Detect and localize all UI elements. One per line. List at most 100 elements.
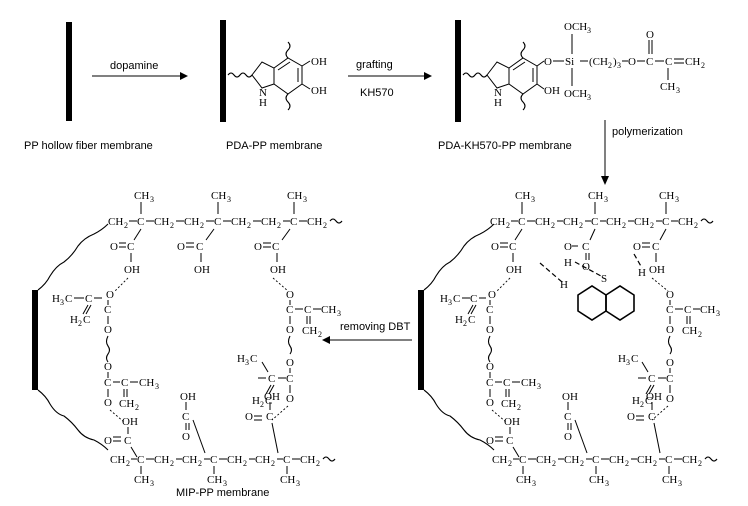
l-top-cooh1-o: O — [110, 241, 118, 253]
l-top-cooh1-c: C — [127, 241, 134, 253]
pda-kh570-pp-membrane-bar — [455, 20, 461, 122]
l-xl2-h2c: H — [252, 395, 260, 407]
r-bot-cooh3-c: C — [648, 411, 655, 423]
kh-och3-bottom-sub: 3 — [587, 93, 591, 102]
l-top-ch2a-s: 2 — [124, 221, 128, 230]
l-xl2-h3c-c: C — [250, 353, 257, 365]
l-xl2-h3c: H — [237, 353, 245, 365]
kh-si: Si — [565, 56, 574, 68]
r-bot-ch3-2: CH — [589, 474, 604, 486]
l-bot-ch2a-s: 2 — [126, 459, 130, 468]
l-xl1-c-a: C — [65, 293, 72, 305]
kh-o-carbonyl: O — [646, 29, 654, 41]
arrow-label-kh570: KH570 — [360, 87, 394, 99]
r-top-ch2a: CH — [490, 216, 505, 228]
l-bot-ch2e-s: 2 — [271, 459, 275, 468]
l-xl2-c1: C — [286, 304, 293, 316]
l-top-c3: C — [290, 216, 297, 228]
l-top-ch2b: CH — [154, 216, 169, 228]
r-top-ch2a-s: 2 — [506, 221, 510, 230]
l-top-ch3-3: CH — [287, 190, 302, 202]
l-bot-ch2a: CH — [110, 454, 125, 466]
kh-c-carbonyl: C — [646, 56, 653, 68]
l-bot-ch3-3s: 3 — [296, 479, 300, 488]
r-bot-cooh2-o: O — [564, 431, 572, 443]
l-xl2-o1: O — [286, 289, 294, 301]
kh-och3-bottom: OCH — [564, 88, 587, 100]
r-top-ch2d-s: 2 — [622, 221, 626, 230]
arrow-polymerization-head — [601, 176, 609, 185]
r-top-ch2b: CH — [535, 216, 550, 228]
r-xl1-o1: O — [488, 289, 496, 301]
r-top-cooh2-oh: O — [564, 241, 572, 253]
r-bot-cooh3-oh: OH — [646, 391, 662, 403]
r-bot-c3: C — [665, 454, 672, 466]
r-top-ch2f-s: 2 — [694, 221, 698, 230]
l-xl2-h2c-s: 2 — [260, 400, 264, 409]
pda-indole-structure: OH OH N H — [227, 41, 327, 111]
l-top-cooh2-c: C — [196, 241, 203, 253]
l-xl2-ch2-s: 2 — [318, 330, 322, 339]
l-xl1-ch2b: CH — [119, 398, 134, 410]
r-bot-ch3-3: CH — [662, 474, 677, 486]
r-xl2-o4: O — [666, 393, 674, 405]
kh-ch3: CH — [660, 81, 675, 93]
arrow-label-removing-dbt: removing DBT — [340, 321, 411, 333]
l-bot-ch2f-s: 2 — [316, 459, 320, 468]
l-bot-ch3-2s: 3 — [223, 479, 227, 488]
l-top-cooh2-o: O — [177, 241, 185, 253]
arrow-removing-dbt-head — [322, 336, 330, 344]
pp-membrane-bar — [66, 22, 72, 121]
l-top-ch2e: CH — [261, 216, 276, 228]
r-top-ch3-2s: 3 — [604, 195, 608, 204]
l-xl1-c2: C — [104, 377, 111, 389]
l-bot-cooh1-o: O — [104, 435, 112, 447]
r-bot-ch2e-s: 2 — [653, 459, 657, 468]
r-xl2-h3c-c: C — [631, 353, 638, 365]
kh-h: H — [494, 97, 502, 109]
l-top-cooh2-oh: OH — [194, 264, 210, 276]
r-xl2-o2: O — [666, 324, 674, 336]
dbt-h-left: H — [560, 279, 568, 291]
r-bot-ch2f: CH — [682, 454, 697, 466]
r-top-cooh1-oh: OH — [506, 264, 522, 276]
arrow-label-dopamine: dopamine — [110, 60, 158, 72]
template-polymer: CH 2 C CH 3 CH 2 CH 2 C CH 3 CH 2 CH 2 C… — [418, 190, 720, 488]
l-bot-c2: C — [210, 454, 217, 466]
l-top-ch3-2s: 3 — [227, 195, 231, 204]
l-xl1-c-b: C — [85, 293, 92, 305]
r-top-ch2e: CH — [634, 216, 649, 228]
mip-pp-membrane-bar — [32, 290, 38, 390]
kh-och3-top: OCH — [564, 21, 587, 33]
l-bot-c1: C — [137, 454, 144, 466]
l-top-ch3-3s: 3 — [303, 195, 307, 204]
l-xl1-h2c: H — [70, 314, 78, 326]
l-bot-cooh3-o: O — [245, 411, 253, 423]
l-bot-cooh2-o: O — [182, 431, 190, 443]
kh-chain: (CH — [589, 56, 608, 68]
r-xl2-ch2-s: 2 — [698, 330, 702, 339]
r-top-cooh2-o: O — [582, 261, 590, 273]
r-top-ch2c: CH — [563, 216, 578, 228]
r-top-ch2f: CH — [678, 216, 693, 228]
l-xl2-ch2: CH — [302, 325, 317, 337]
l-top-ch2c: CH — [184, 216, 199, 228]
kh-och3-top-sub: 3 — [587, 26, 591, 35]
l-xl1-h2c-s: 2 — [78, 319, 82, 328]
r-top-ch3-1: CH — [515, 190, 530, 202]
l-bot-cooh1-oh: OH — [122, 416, 138, 428]
r-xl2-h2c-s: 2 — [640, 400, 644, 409]
r-xl2-c2: C — [666, 373, 673, 385]
r-bot-ch3-1s: 3 — [532, 479, 536, 488]
l-bot-cooh2-oh: OH — [180, 391, 196, 403]
r-top-ch3-2: CH — [588, 190, 603, 202]
l-top-cooh1-oh: OH — [124, 264, 140, 276]
r-xl2-ch2: CH — [682, 325, 697, 337]
arrow-dopamine-head — [180, 72, 188, 80]
r-top-ch3-3: CH — [659, 190, 674, 202]
l-top-ch3-1: CH — [134, 190, 149, 202]
r-top-cooh1-c: C — [509, 241, 516, 253]
r-top-ch2d: CH — [606, 216, 621, 228]
l-bot-ch2d-s: 2 — [243, 459, 247, 468]
r-xl1-c-c: C — [503, 377, 510, 389]
